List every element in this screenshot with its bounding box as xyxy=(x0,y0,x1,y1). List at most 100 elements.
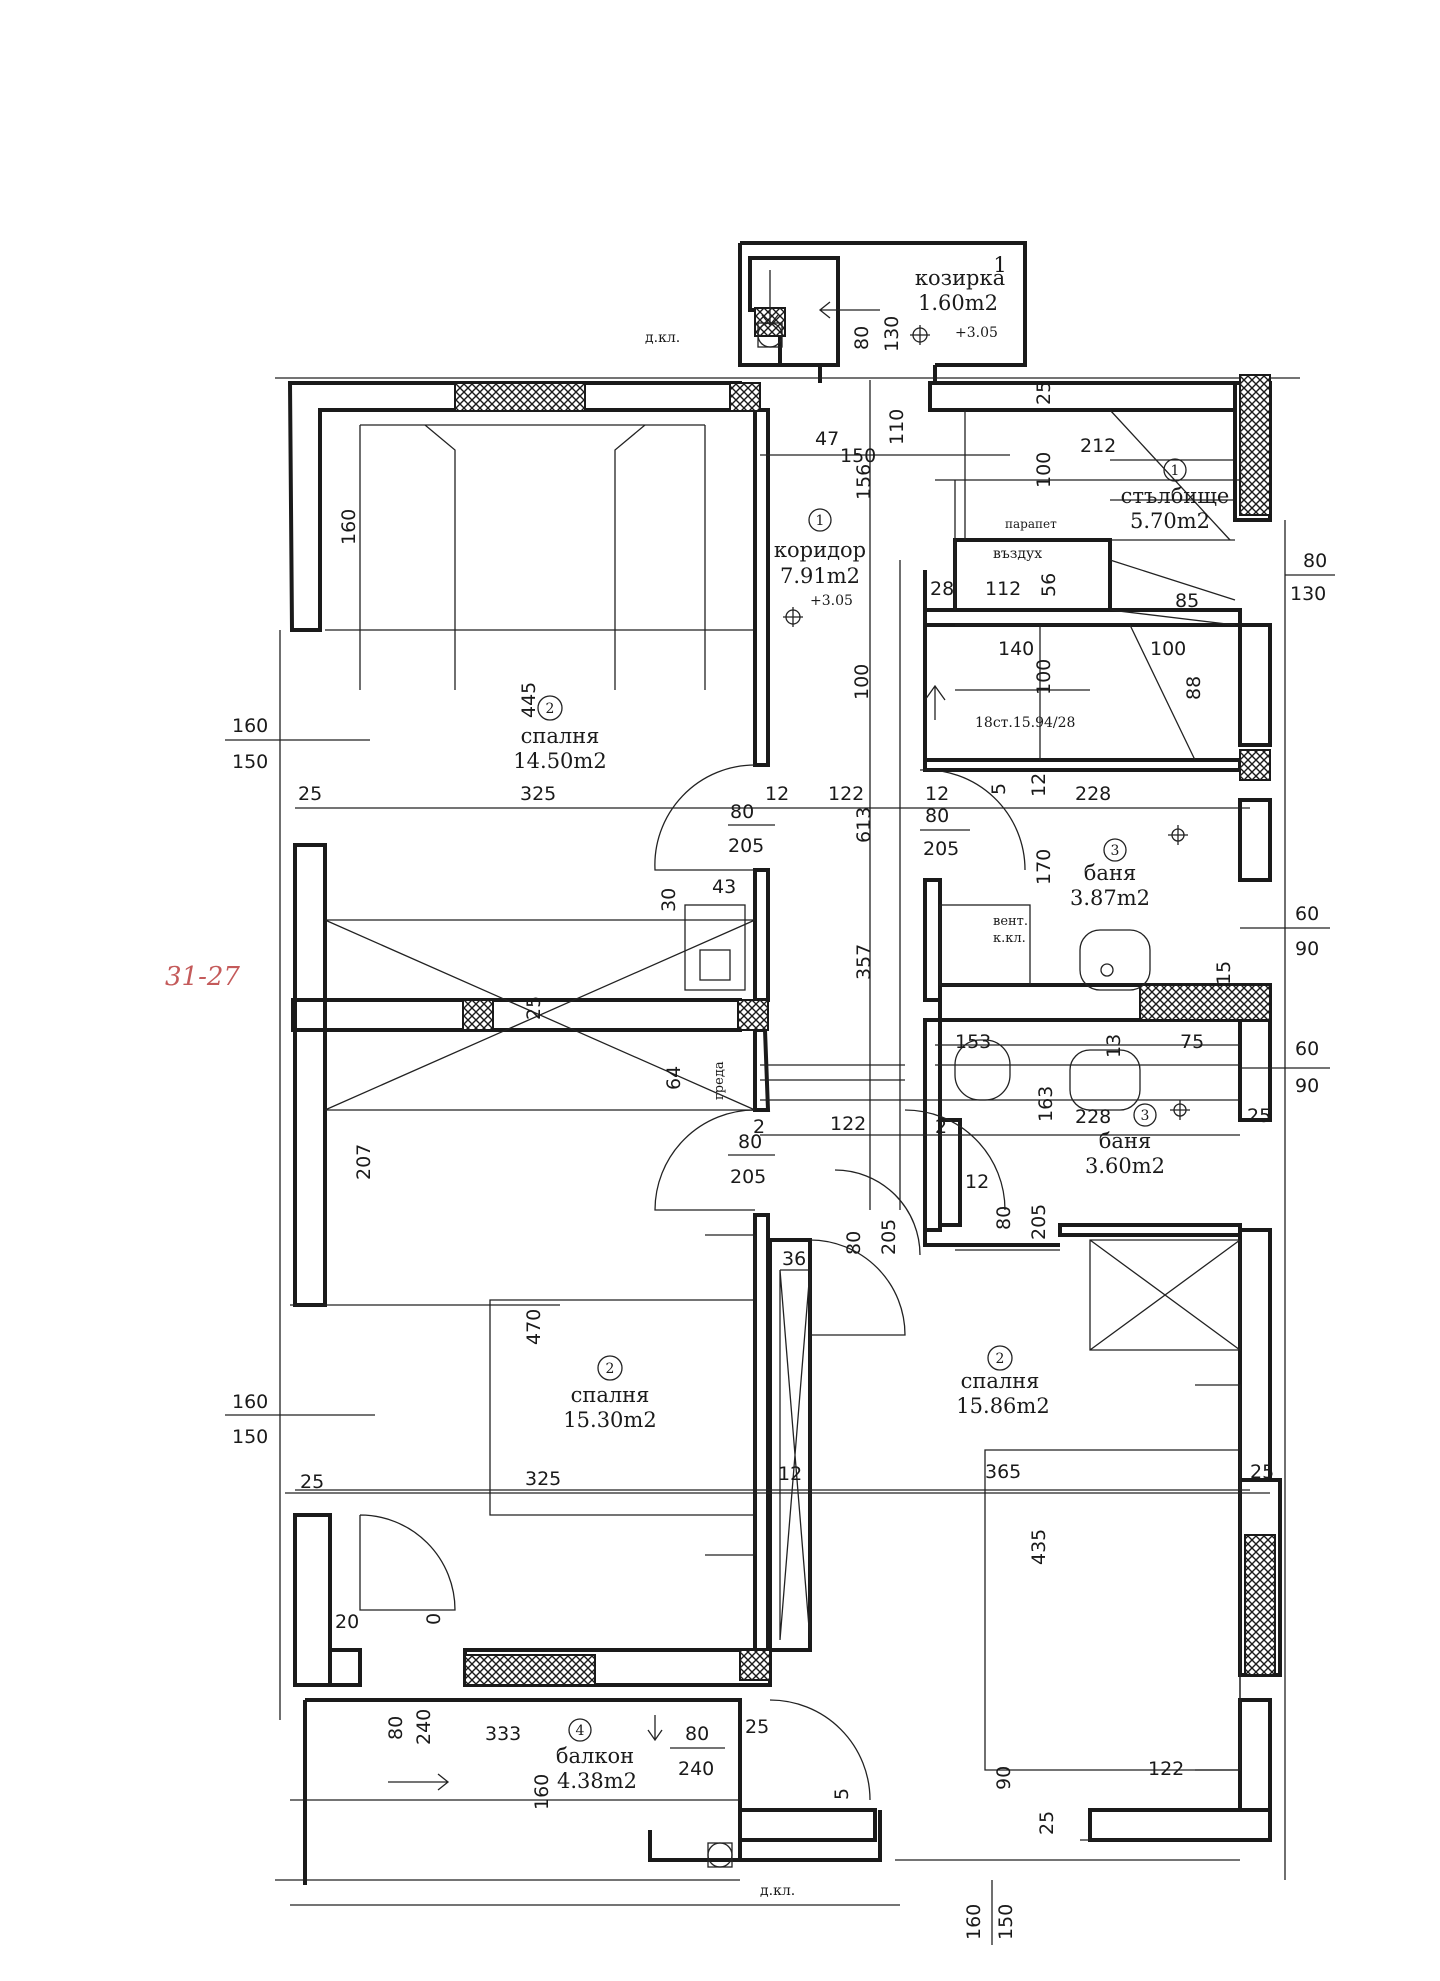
dim: 130 xyxy=(1290,583,1326,605)
beam-label: греда xyxy=(712,1061,727,1100)
dim: 30 xyxy=(658,888,680,912)
fixtures xyxy=(684,322,1151,1868)
dim: 25 xyxy=(745,1716,769,1738)
columns xyxy=(454,307,1276,1686)
room-area: 5.70m2 xyxy=(1130,509,1210,533)
dim: 160 xyxy=(531,1774,553,1810)
downspout-label: д.кл. xyxy=(645,330,680,346)
dim: 212 xyxy=(1080,435,1116,457)
dim: 613 xyxy=(853,807,875,843)
dim: 85 xyxy=(1175,590,1199,612)
room-number: 2 xyxy=(546,701,555,717)
room-name: коридор xyxy=(774,538,866,562)
dim: 150 xyxy=(995,1904,1017,1940)
dim: 150 xyxy=(232,1426,268,1448)
dim: 240 xyxy=(413,1709,435,1745)
dim: 80 xyxy=(730,801,754,823)
dim: 100 xyxy=(1033,452,1055,488)
dim: 150 xyxy=(840,445,876,467)
dim: 160 xyxy=(338,509,360,545)
dim: 445 xyxy=(518,682,540,718)
room-area: 15.30m2 xyxy=(563,1408,656,1432)
room-number: 1 xyxy=(993,253,1006,277)
dim: 5 xyxy=(988,783,1010,795)
dim: 80 xyxy=(385,1716,407,1740)
dim: 88 xyxy=(1183,676,1205,700)
dim: 20 xyxy=(335,1611,359,1633)
dim: 80 xyxy=(993,1206,1015,1230)
dim: 205 xyxy=(923,838,959,860)
room-number: 1 xyxy=(816,513,825,529)
room-number: 4 xyxy=(576,1723,585,1739)
dim: 90 xyxy=(1295,1075,1319,1097)
dim: 160 xyxy=(232,1391,268,1413)
dim: 325 xyxy=(525,1468,561,1490)
room-bedroom-1: 2 спалня 14.50m2 xyxy=(513,695,607,773)
dim: 5 xyxy=(831,1788,853,1800)
dim: 43 xyxy=(712,876,736,898)
room-number: 3 xyxy=(1141,1108,1150,1124)
dim: 12 xyxy=(1028,773,1050,797)
level-markers xyxy=(783,325,1190,1120)
dim: 25 xyxy=(300,1471,324,1493)
dim: 240 xyxy=(678,1758,714,1780)
dim: 205 xyxy=(1028,1204,1050,1240)
dim: 112 xyxy=(985,578,1021,600)
chimney-label: к.кл. xyxy=(993,931,1026,946)
room-area: 4.38m2 xyxy=(557,1769,637,1793)
dim: 90 xyxy=(1295,938,1319,960)
room-name: спалня xyxy=(961,1369,1040,1393)
room-number: 3 xyxy=(1111,843,1120,859)
room-level: +3.05 xyxy=(810,593,853,609)
dim: 2 xyxy=(935,1116,947,1138)
room-number: 2 xyxy=(996,1351,1005,1367)
downspout-label: д.кл. xyxy=(760,1883,795,1899)
room-name: спалня xyxy=(521,724,600,748)
dim: 80 xyxy=(843,1231,865,1255)
dim: 207 xyxy=(353,1144,375,1180)
dim: 80 xyxy=(925,805,949,827)
dim: 56 xyxy=(1038,573,1060,597)
room-name: балкон xyxy=(556,1744,634,1768)
dim: 28 xyxy=(930,578,954,600)
room-area: 14.50m2 xyxy=(513,749,606,773)
dim: 25 xyxy=(1036,1811,1058,1835)
dim: 357 xyxy=(853,944,875,980)
dim: 228 xyxy=(1075,1106,1111,1128)
room-balcony: 4 балкон 4.38m2 xyxy=(556,1718,637,1793)
dim: 122 xyxy=(828,783,864,805)
room-area: 1.60m2 xyxy=(918,291,998,315)
dim: 110 xyxy=(886,409,908,445)
dim: 25 xyxy=(1250,1461,1274,1483)
room-bedroom-2: 2 спалня 15.30m2 xyxy=(563,1355,657,1432)
dim: 0 xyxy=(423,1613,445,1625)
dim: 12 xyxy=(965,1171,989,1193)
dimensions: 80 130 25 110 47 150 156 212 100 160 28 … xyxy=(225,316,1335,1945)
dim: 333 xyxy=(485,1723,521,1745)
room-area: 7.91m2 xyxy=(780,564,860,588)
dim: 75 xyxy=(1180,1031,1204,1053)
dim: 205 xyxy=(730,1166,766,1188)
stamp: 31-27 xyxy=(165,962,240,992)
room-name: спалня xyxy=(571,1383,650,1407)
dim: 15 xyxy=(1213,961,1235,985)
room-name: баня xyxy=(1084,861,1136,885)
door-swings xyxy=(359,764,1026,1801)
drafting-lines xyxy=(275,377,1300,1906)
dim: 12 xyxy=(778,1463,802,1485)
room-bathroom-1: 3 баня 3.87m2 xyxy=(1070,838,1150,910)
dim: 122 xyxy=(830,1113,866,1135)
room-area: 3.87m2 xyxy=(1070,886,1150,910)
room-canopy: 1 козирка 1.60m2 +3.05 xyxy=(915,253,1007,341)
dim: 100 xyxy=(1033,659,1055,695)
dim: 60 xyxy=(1295,903,1319,925)
dim: 25 xyxy=(1033,381,1055,405)
dim: 12 xyxy=(925,783,949,805)
dim: 12 xyxy=(765,783,789,805)
dim: 64 xyxy=(663,1066,685,1090)
room-bedroom-3: 2 спалня 15.86m2 xyxy=(956,1345,1050,1418)
dim: 205 xyxy=(878,1219,900,1255)
void-label: въздух xyxy=(993,546,1042,562)
dim: 25 xyxy=(298,783,322,805)
